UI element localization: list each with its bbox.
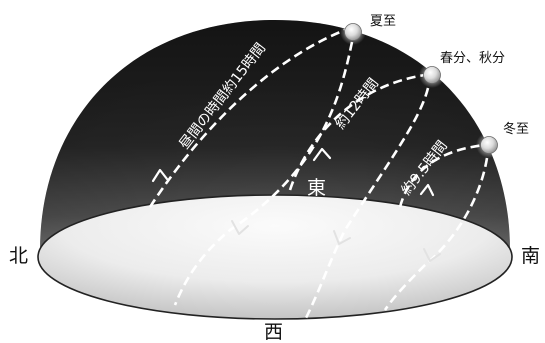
ground-plane [37,194,513,320]
summer-ground-arrow-icon [231,220,249,235]
north-label: 北 [9,245,28,267]
dome-shade [40,20,510,250]
summer-path-arc [148,28,346,208]
equinox-path-arc [288,73,426,191]
summer-path-descent [173,41,354,306]
east-label: 東 [307,177,326,199]
equinox-arrow-icon [312,147,332,162]
winter-solstice-label: 冬至 [503,121,529,137]
equinox-ground-arrow-icon [333,230,351,245]
west-label: 西 [264,321,283,343]
summer-sun-icon [340,19,366,45]
winter-path-arc [398,143,486,208]
winter-sun-icon [476,132,502,158]
equinox-label: 春分、秋分 [440,51,505,66]
equinox-sun-icon [419,62,445,88]
summer-solstice-label: 夏至 [370,14,396,29]
summer-arrow-icon [151,168,169,183]
winter-arrow-icon [419,183,435,197]
south-label: 南 [521,245,540,267]
winter-ground-arrow-icon [423,248,441,262]
equinox-path-descent [303,87,430,321]
